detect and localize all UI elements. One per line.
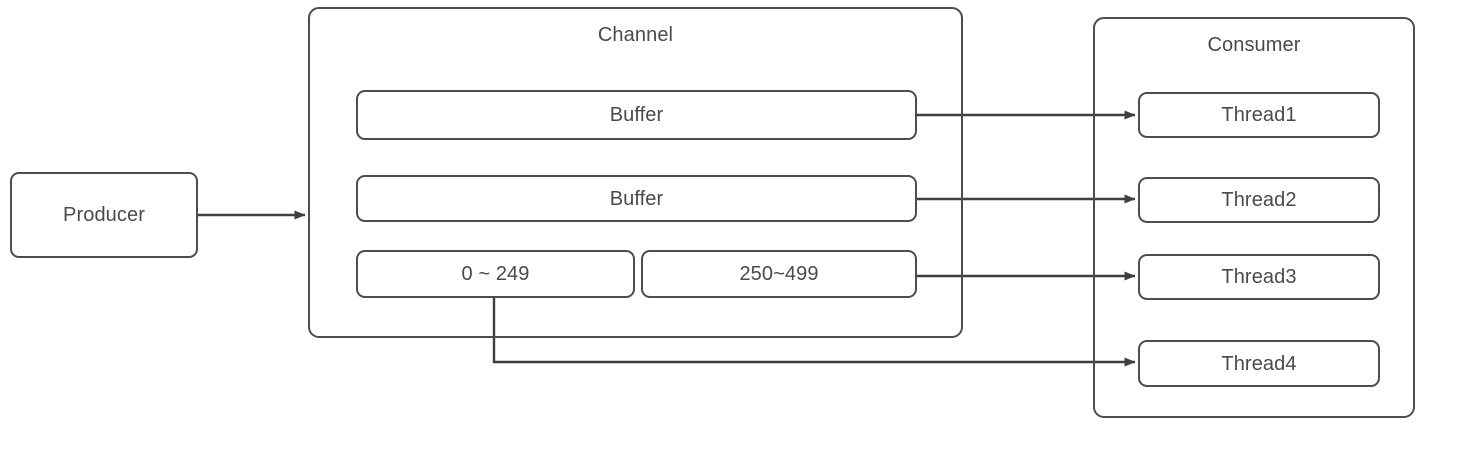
producer-box[interactable]: Producer bbox=[10, 172, 198, 258]
consumer-thread-1[interactable]: Thread1 bbox=[1138, 92, 1380, 138]
partition-low-label: 0 ~ 249 bbox=[461, 263, 530, 285]
channel-container[interactable]: Channel bbox=[308, 7, 963, 338]
channel-buffer-row-2[interactable]: Buffer bbox=[356, 175, 917, 222]
producer-label: Producer bbox=[63, 204, 145, 226]
consumer-thread-2[interactable]: Thread2 bbox=[1138, 177, 1380, 223]
partition-high-label: 250~499 bbox=[739, 263, 819, 285]
thread-label: Thread1 bbox=[1221, 104, 1297, 126]
consumer-container[interactable]: Consumer bbox=[1093, 17, 1415, 418]
consumer-thread-4[interactable]: Thread4 bbox=[1138, 340, 1380, 387]
buffer-label: Buffer bbox=[609, 187, 664, 210]
thread-label: Thread4 bbox=[1221, 352, 1297, 375]
channel-title: Channel bbox=[597, 24, 674, 46]
buffer-label: Buffer bbox=[609, 104, 664, 126]
channel-partition-high[interactable]: 250~499 bbox=[641, 250, 917, 298]
thread-label: Thread3 bbox=[1221, 266, 1297, 288]
channel-partition-low[interactable]: 0 ~ 249 bbox=[356, 250, 635, 298]
thread-label: Thread2 bbox=[1221, 189, 1297, 211]
consumer-title: Consumer bbox=[1207, 34, 1301, 56]
channel-buffer-row-1[interactable]: Buffer bbox=[356, 90, 917, 140]
consumer-thread-3[interactable]: Thread3 bbox=[1138, 254, 1380, 300]
